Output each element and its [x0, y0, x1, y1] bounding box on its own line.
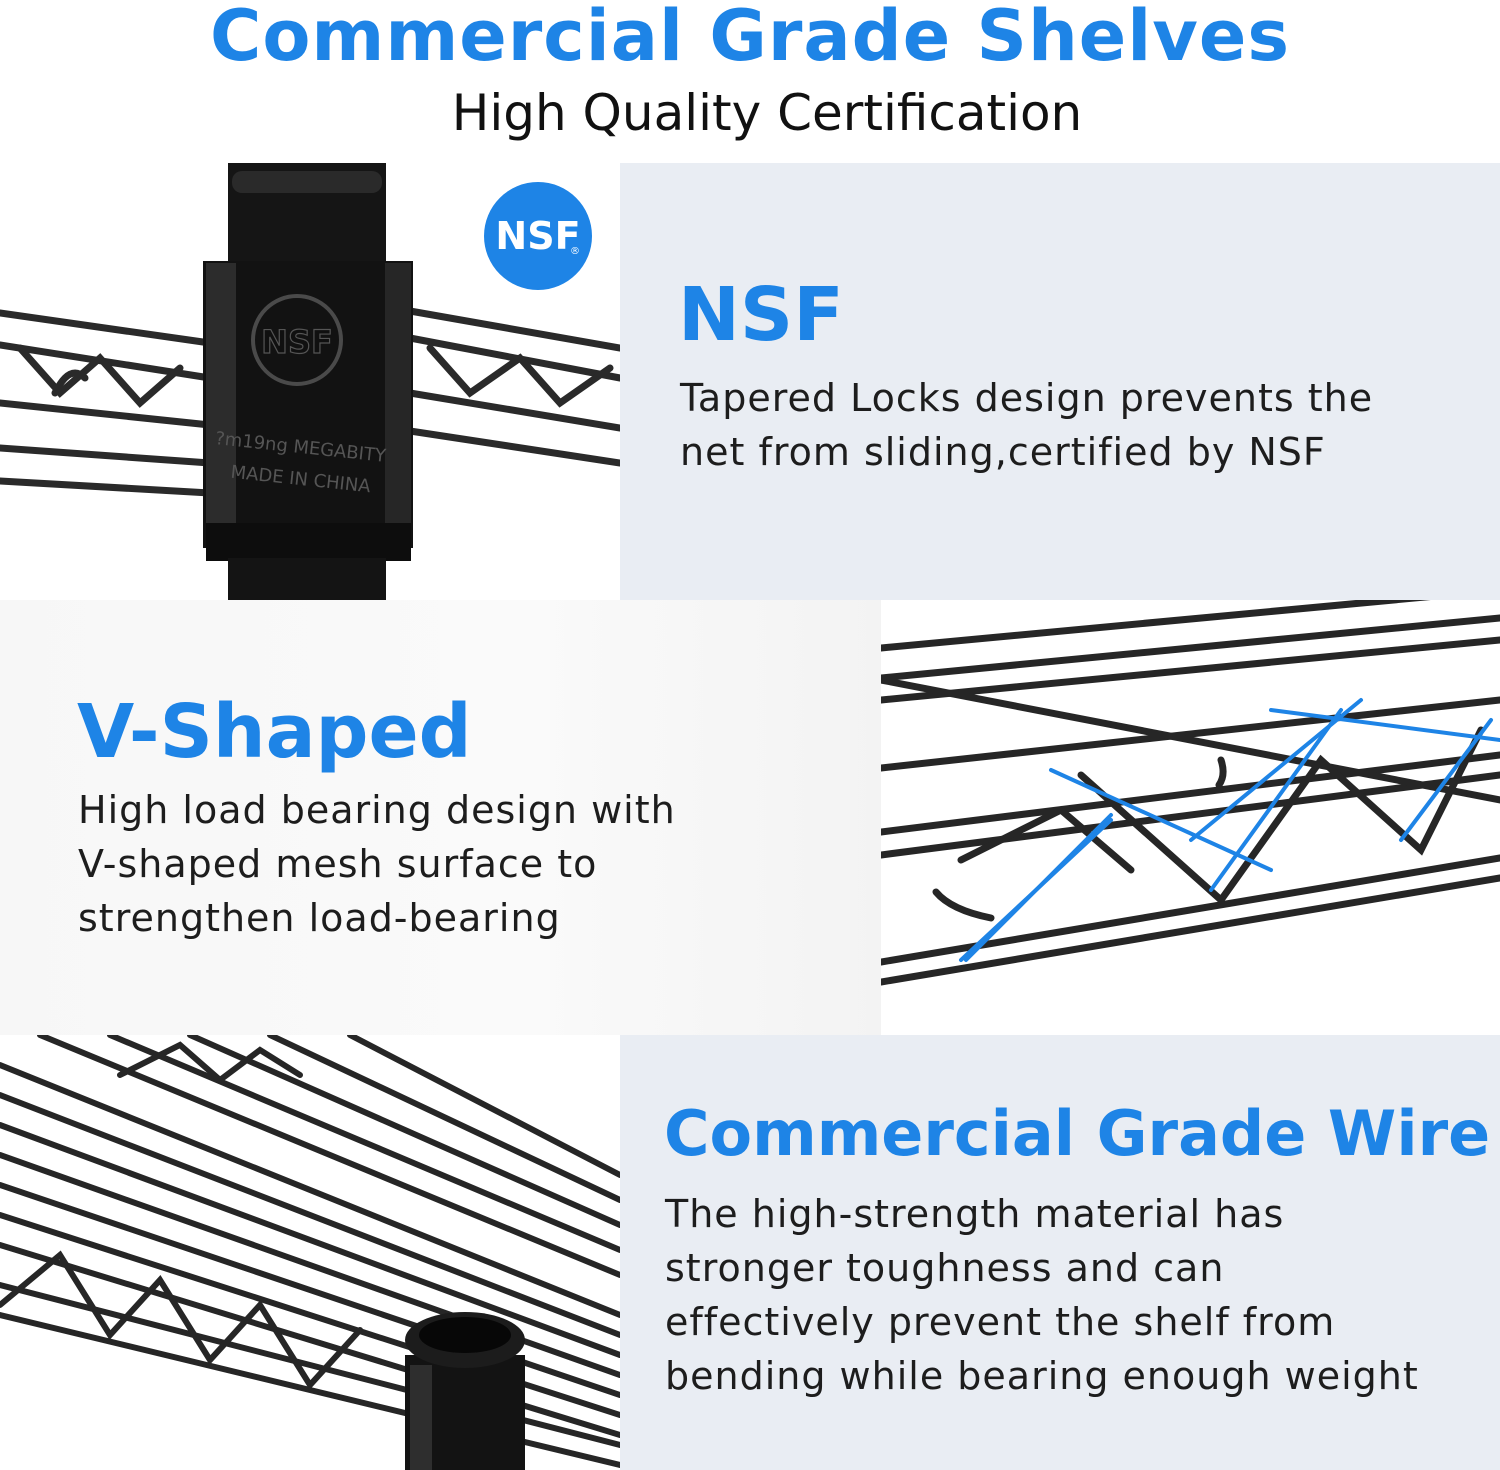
- page-subtitle: High Quality Certification: [451, 84, 1083, 142]
- nsf-body: Tapered Locks design prevents the net fr…: [680, 376, 1374, 474]
- wire-text-panel: Commercial Grade Wire The high-strength …: [620, 1035, 1500, 1470]
- nsf-badge-label: NSF: [495, 214, 580, 258]
- nsf-badge: NSF ®: [483, 181, 593, 291]
- v-shaped-text-panel: V-Shaped High load bearing design with V…: [0, 600, 881, 1035]
- v-mesh-icon: [881, 600, 1500, 986]
- wire-shelf-icon: [0, 1035, 620, 1470]
- nsf-heading: NSF: [678, 272, 844, 358]
- wire-heading: Commercial Grade Wire: [664, 1097, 1491, 1170]
- nsf-text-panel: NSF Tapered Locks design prevents the ne…: [620, 163, 1500, 600]
- svg-text:NSF: NSF: [261, 323, 333, 361]
- wire-body: The high-strength material has stronger …: [665, 1192, 1419, 1398]
- page-title: Commercial Grade Shelves: [209, 0, 1291, 77]
- pole-collar-icon: NSF ?m19ng MEGABITY MADE IN CHINA: [0, 163, 620, 600]
- v-mesh-photo: [881, 600, 1500, 1035]
- wire-shelf-photo: [0, 1035, 620, 1470]
- svg-text:®: ®: [570, 246, 580, 257]
- v-shaped-body: High load bearing design with V-shaped m…: [78, 788, 676, 940]
- v-shaped-heading: V-Shaped: [77, 689, 472, 775]
